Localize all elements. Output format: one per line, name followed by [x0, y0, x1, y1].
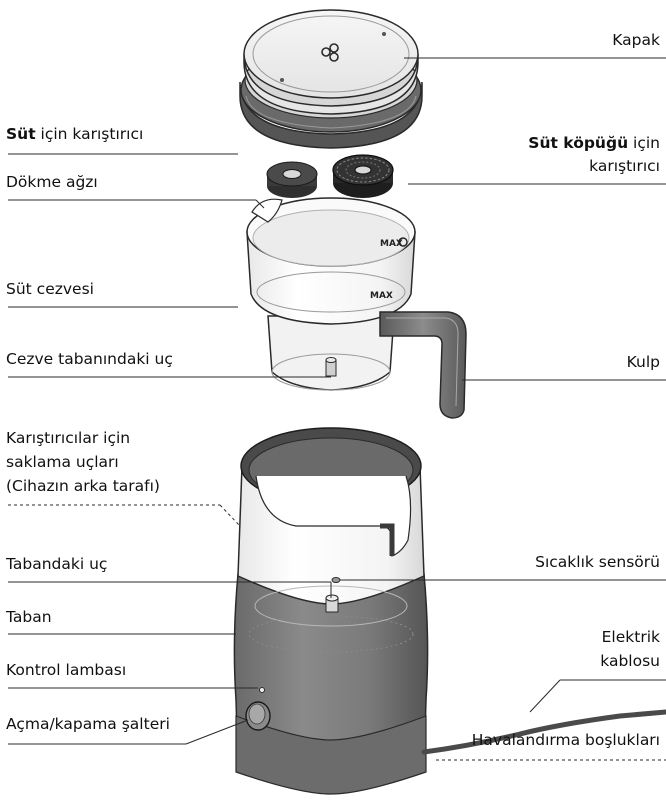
milk-jug: MAX MAX	[246, 197, 416, 391]
label-froth-whisk-rest: için	[628, 134, 660, 152]
label-lid: Kapak	[612, 31, 660, 49]
milk-whisk	[266, 161, 318, 198]
jug-spout	[251, 198, 283, 223]
jug-handle	[379, 311, 467, 419]
control-lamp	[259, 687, 265, 693]
label-lamp: Kontrol lambası	[6, 661, 127, 679]
label-storage-line2: saklama uçları	[6, 453, 119, 471]
label-jug: Süt cezvesi	[6, 280, 94, 298]
leader-lines	[8, 57, 666, 761]
label-froth-whisk-bold: Süt köpüğü	[528, 134, 629, 152]
label-storage-line1: Karıştırıcılar için	[6, 429, 131, 447]
label-handle: Kulp	[626, 353, 660, 371]
label-milk-whisk-rest: için karıştırıcı	[35, 125, 144, 143]
label-base: Taban	[6, 608, 52, 626]
label-spout: Dökme ağzı	[6, 173, 98, 191]
label-sensor: Sıcaklık sensörü	[535, 553, 660, 571]
label-vents: Havalandırma boşlukları	[471, 731, 660, 749]
label-milk-whisk: Süt için karıştırıcı	[6, 125, 143, 144]
lid-seal	[239, 81, 423, 149]
lid	[239, 9, 423, 149]
label-cable-line1: Elektrik	[601, 628, 660, 646]
base-unit	[233, 427, 429, 795]
lid-logo	[321, 43, 339, 62]
label-base-pin: Tabandaki uç	[6, 555, 108, 573]
temperature-sensor	[331, 577, 341, 583]
jug-max-mark-upper: MAX	[380, 239, 403, 249]
label-froth-whisk-line1: Süt köpüğü için	[528, 134, 660, 153]
froth-whisk	[332, 154, 394, 198]
label-jug-pin: Cezve tabanındaki uç	[6, 350, 173, 368]
label-switch: Açma/kapama şalteri	[6, 715, 170, 733]
label-froth-whisk-line2: karıştırıcı	[589, 157, 660, 175]
label-cable-line2: kablosu	[600, 652, 660, 670]
power-cable	[421, 709, 666, 755]
label-storage-line3: (Cihazın arka tarafı)	[6, 477, 160, 495]
label-milk-whisk-bold: Süt	[6, 125, 36, 143]
jug-max-mark-lower: MAX	[370, 291, 393, 301]
